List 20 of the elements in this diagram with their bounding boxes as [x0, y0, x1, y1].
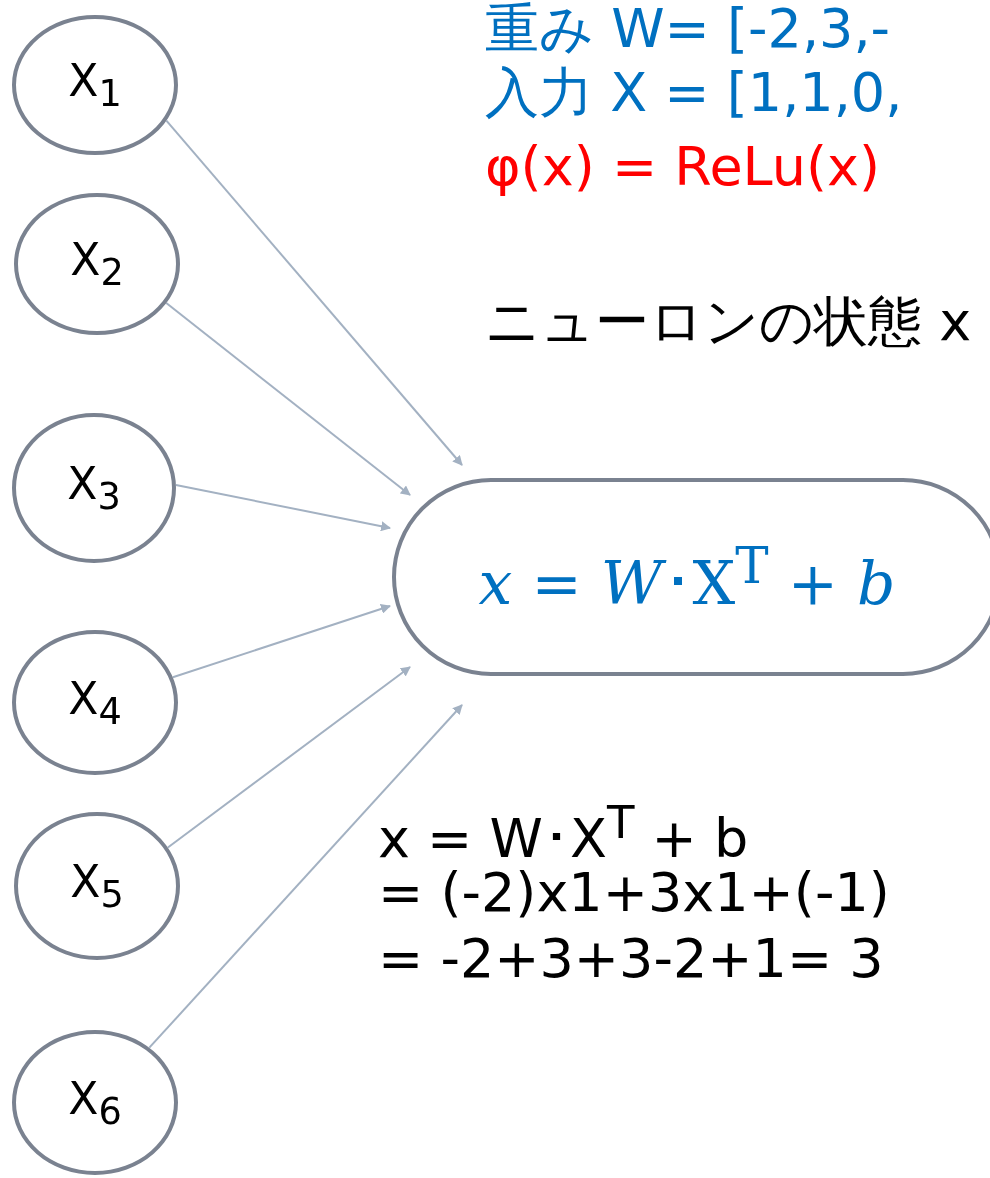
- node-label: X$_{3}$: [67, 458, 121, 518]
- calculation-text: x = W･X$^{T}$ + b: [378, 800, 749, 866]
- node-label: X$_{1}$: [68, 55, 122, 115]
- arrow: [165, 119, 463, 466]
- function-text: ニューロンの状態 x: [485, 295, 972, 349]
- formula: x = W･X$^{T}$ + b: [478, 536, 896, 618]
- node-label: X$_{5}$: [70, 856, 124, 916]
- node-label: X$_{6}$: [68, 1072, 122, 1133]
- arrow: [171, 604, 391, 679]
- node-label: X$_{4}$: [68, 672, 122, 733]
- arrow: [174, 484, 391, 532]
- calculation-text: = (-2)x1+3x1+(-1): [378, 866, 890, 920]
- parameter-text: 入力 X = [1,1,0,: [485, 66, 903, 120]
- arrow: [165, 302, 411, 496]
- function-text: φ(x) = ReLu(x): [485, 140, 881, 194]
- parameter-text: 重み W= [-2,3,-: [485, 2, 891, 56]
- calculation-text: = -2+3+3-2+1= 3: [378, 932, 884, 986]
- node-label: X$_{2}$: [70, 234, 124, 294]
- arrow: [148, 704, 463, 1049]
- neuron-box: [392, 478, 990, 676]
